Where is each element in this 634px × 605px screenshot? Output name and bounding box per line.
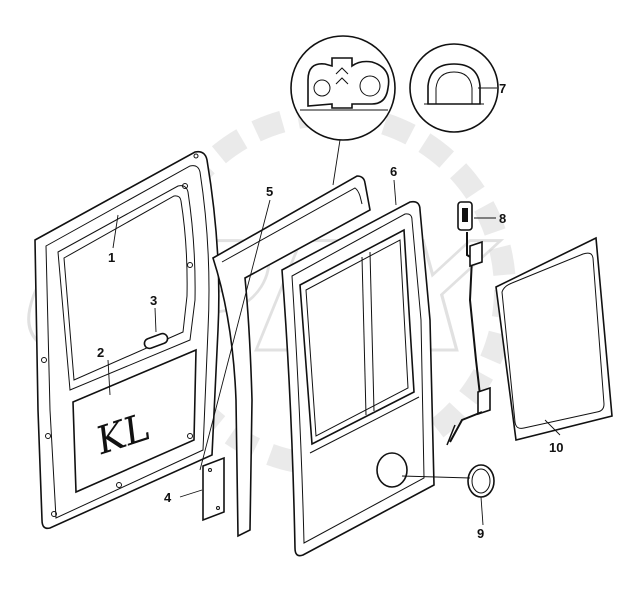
callout-3: 3: [150, 293, 157, 308]
callout-6: 6: [390, 164, 397, 179]
door-outer-panel: KL: [34, 150, 220, 530]
callout-4: 4: [164, 490, 172, 505]
door-inner-frame: [281, 200, 435, 557]
grommet-ring: [467, 464, 495, 498]
window-glass: [495, 236, 613, 441]
callout-9: 9: [477, 526, 484, 541]
seal-profile-detail: [290, 35, 396, 141]
small-plate: [202, 456, 225, 522]
door-seal-frame: [212, 175, 371, 538]
lock-rod-assembly: [446, 201, 491, 446]
seal-7-profile-detail: [409, 43, 499, 133]
callout-labels: 1 2 3 4 5 6 7 8 9 10: [97, 81, 563, 541]
leader-lines: [107, 87, 561, 526]
handle-slot: [143, 332, 169, 350]
callout-10: 10: [549, 440, 563, 455]
callout-7: 7: [499, 81, 506, 96]
callout-8: 8: [499, 211, 506, 226]
callout-1: 1: [108, 250, 115, 265]
callout-5: 5: [266, 184, 273, 199]
callout-2: 2: [97, 345, 104, 360]
